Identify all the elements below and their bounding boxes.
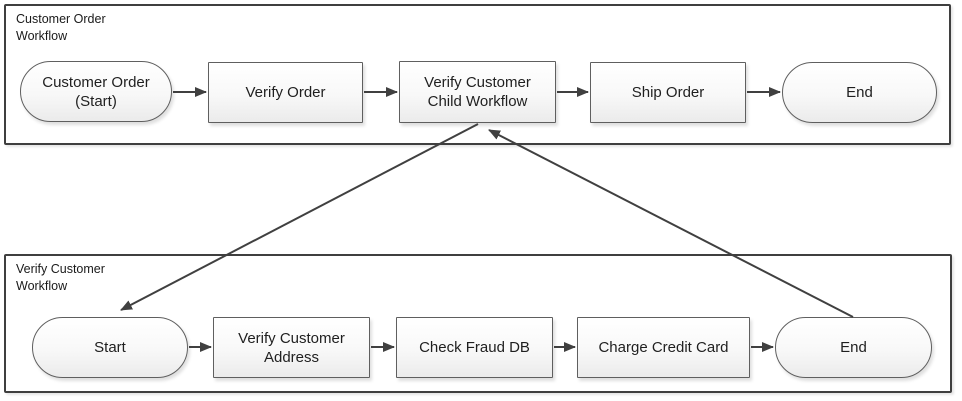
node-verify-customer-address[interactable]: Verify Customer Address bbox=[213, 317, 370, 378]
node-label: Check Fraud DB bbox=[419, 339, 530, 356]
node-label: End bbox=[846, 84, 873, 101]
node-check-fraud-db[interactable]: Check Fraud DB bbox=[396, 317, 553, 378]
connector-endchild-to-childworkflow[interactable] bbox=[488, 129, 854, 318]
container-label: Verify Customer Workflow bbox=[16, 262, 105, 293]
node-label: Ship Order bbox=[631, 84, 705, 101]
node-end-child[interactable]: End bbox=[775, 317, 932, 378]
node-verify-order[interactable]: Verify Order bbox=[208, 62, 363, 123]
node-label: Verify Customer Address bbox=[238, 329, 345, 366]
node-label: Verify Order bbox=[245, 84, 326, 101]
node-label: Verify Customer Child Workflow bbox=[424, 74, 531, 110]
node-charge-credit-card[interactable]: Charge Credit Card bbox=[577, 317, 750, 378]
container-label: Customer Order Workflow bbox=[16, 12, 106, 43]
node-label: Customer Order (Start) bbox=[42, 73, 150, 110]
node-start-child[interactable]: Start bbox=[32, 317, 188, 378]
node-end-parent[interactable]: End bbox=[782, 62, 937, 123]
node-ship-order[interactable]: Ship Order bbox=[590, 62, 746, 123]
node-label: Charge Credit Card bbox=[598, 339, 729, 356]
connector-childworkflow-to-start[interactable] bbox=[120, 123, 479, 311]
node-label: End bbox=[840, 339, 867, 356]
node-customer-order-start[interactable]: Customer Order (Start) bbox=[20, 61, 172, 122]
node-verify-customer-child-workflow[interactable]: Verify Customer Child Workflow bbox=[399, 61, 556, 123]
node-label: Start bbox=[94, 339, 126, 356]
